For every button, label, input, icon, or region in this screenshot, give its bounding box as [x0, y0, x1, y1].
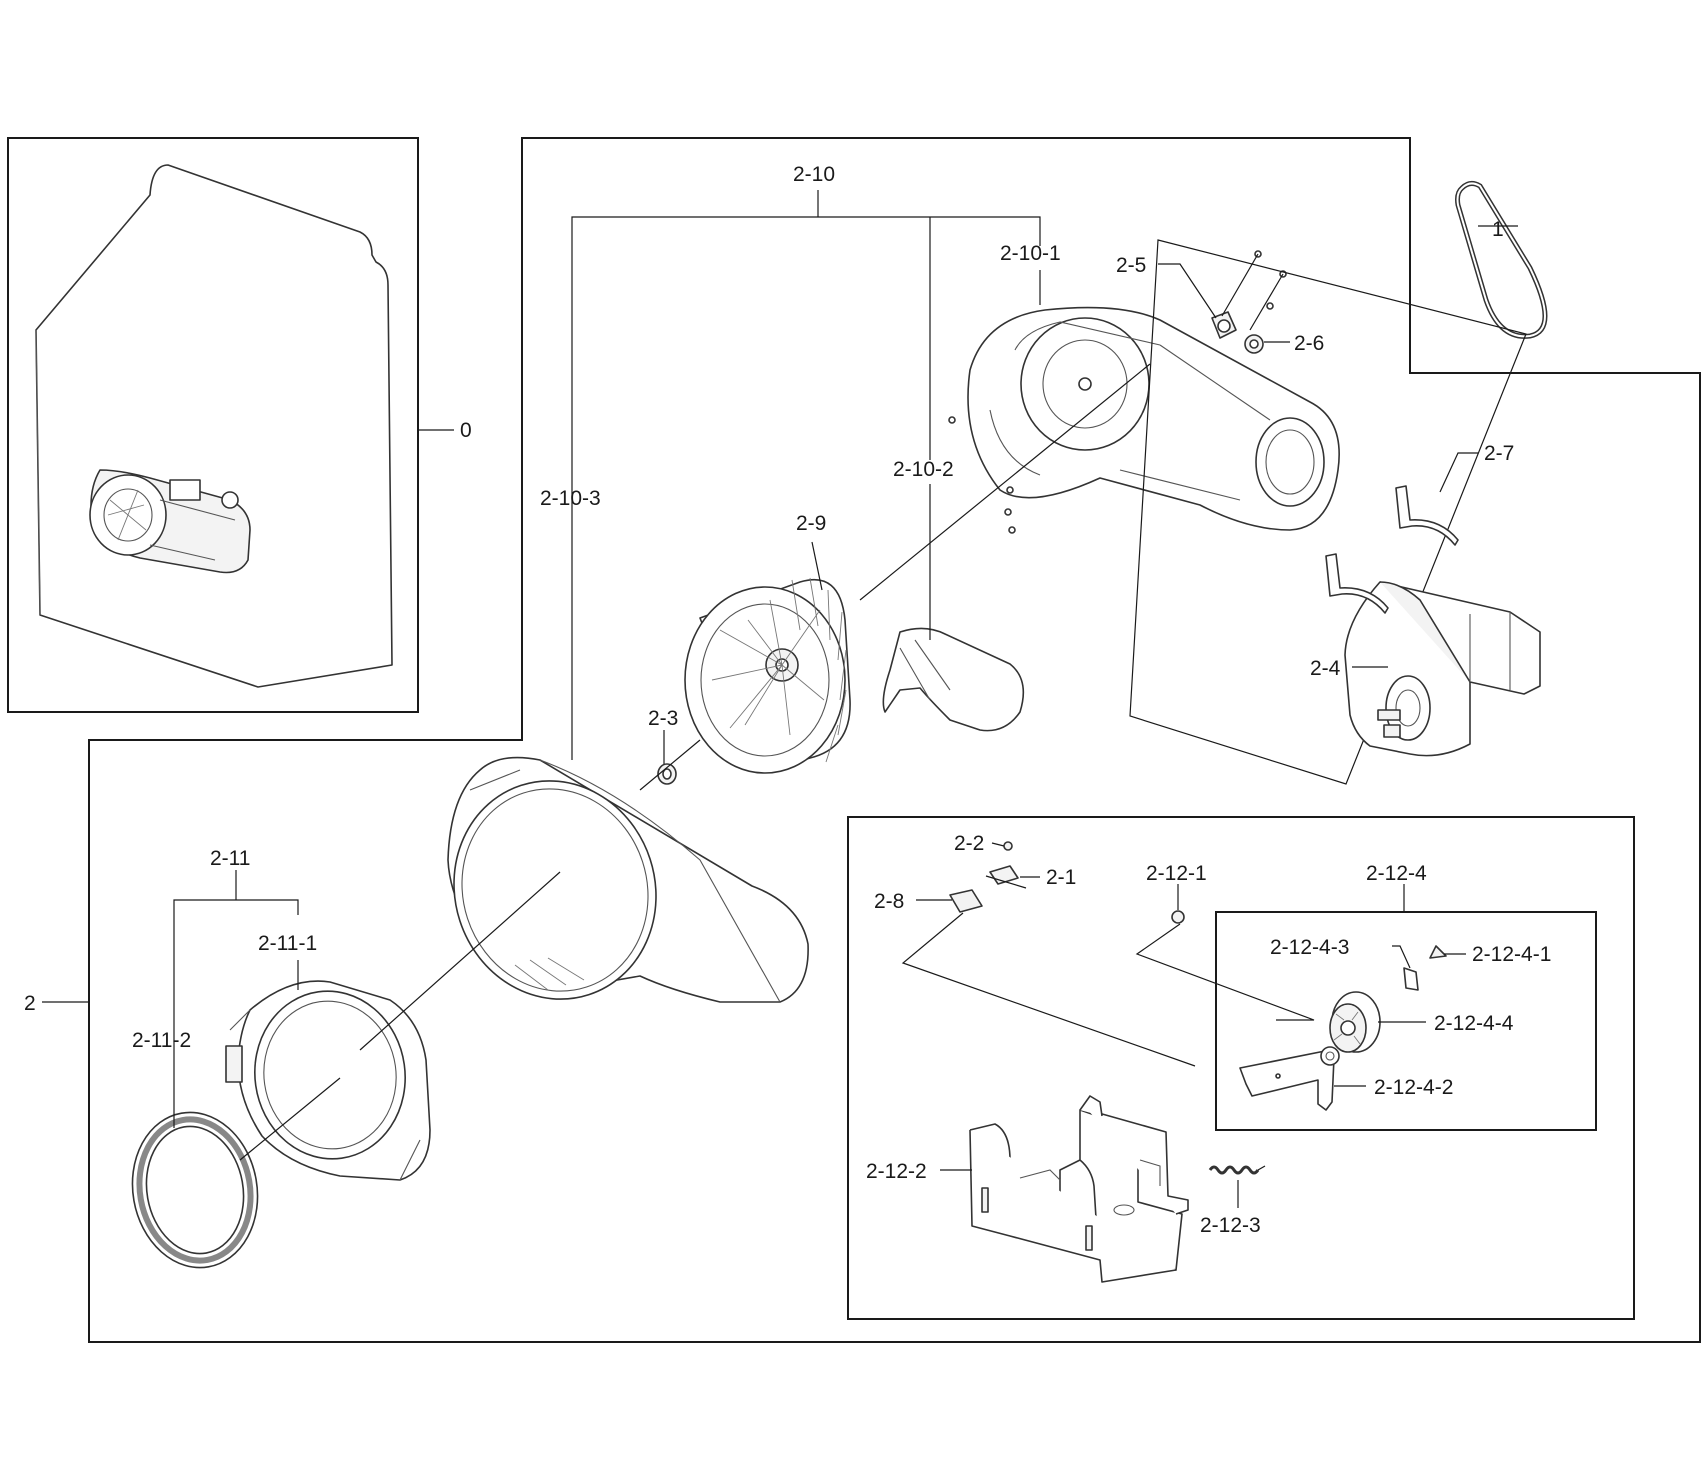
label-2-12-3: 2-12-3	[1200, 1214, 1261, 1237]
screw-2-12-1-part[interactable]	[1171, 910, 1185, 924]
label-2-11-2: 2-11-2	[132, 1029, 191, 1052]
callout-2-12-4-1: 2-12-4-1	[1444, 943, 1551, 966]
subassembly-2-12-frame	[847, 816, 1635, 1320]
callout-2-12-3: 2-12-3	[1200, 1180, 1261, 1237]
callout-2-12-4-3: 2-12-4-3	[1270, 936, 1411, 969]
blower-wheel-part[interactable]	[684, 577, 851, 774]
subassembly-2-12-4-frame	[1215, 911, 1597, 1131]
label-2-12-4: 2-12-4	[1366, 862, 1427, 885]
duct-cover-part[interactable]	[225, 980, 431, 1181]
label-2-5: 2-5	[1116, 254, 1146, 277]
label-2-1: 2-1	[1046, 866, 1076, 889]
callout-2-2: 2-2	[954, 832, 1005, 855]
callout-2-12-1: 2-12-1	[1146, 862, 1207, 910]
callout-2-12-4: 2-12-4	[1366, 862, 1427, 912]
label-2-12-1: 2-12-1	[1146, 862, 1207, 885]
blower-scroll-part[interactable]	[882, 627, 1025, 732]
tension-spring-part[interactable]	[1208, 1165, 1266, 1175]
motor-clamp-part[interactable]	[1325, 485, 1459, 614]
screw-2-2-part[interactable]	[1003, 841, 1013, 851]
blower-housing-front-part[interactable]	[426, 754, 809, 1025]
callout-2-11-2: 2-11-2	[132, 1029, 191, 1052]
label-2-11: 2-11	[210, 847, 250, 870]
assembly-0-frame	[7, 137, 419, 713]
callout-0: 0	[418, 419, 472, 442]
sensor-2-8-part[interactable]	[949, 889, 983, 913]
label-2-10-2: 2-10-2	[893, 458, 954, 481]
gasket-ring-part[interactable]	[120, 1102, 269, 1277]
axis-line-mid	[639, 739, 701, 791]
idler-shaft-part[interactable]	[1403, 967, 1419, 991]
callout-2-1: 2-1	[1020, 866, 1076, 889]
label-0: 0	[460, 419, 472, 442]
blower-housing-rear-part[interactable]	[948, 306, 1340, 534]
label-2-2: 2-2	[954, 832, 984, 855]
label-2-8: 2-8	[874, 890, 904, 913]
dryer-cabinet-part[interactable]	[35, 164, 393, 688]
label-2-10-3: 2-10-3	[540, 487, 601, 510]
callout-1: 1	[1478, 218, 1518, 241]
screw-icon	[1266, 302, 1274, 310]
label-2-4: 2-4	[1310, 657, 1341, 680]
label-2-12-4-1: 2-12-4-1	[1472, 943, 1551, 966]
label-2: 2	[24, 992, 36, 1015]
callout-2-7: 2-7	[1439, 442, 1514, 493]
callout-2-8: 2-8	[874, 890, 952, 913]
idler-pulley-part[interactable]	[1329, 991, 1381, 1053]
callout-2-10-3: 2-10-3	[540, 487, 601, 510]
callout-2-12-2: 2-12-2	[866, 1160, 972, 1183]
label-2-9: 2-9	[796, 512, 826, 535]
blower-wheel-nut-part[interactable]	[657, 763, 677, 785]
label-2-12-4-3: 2-12-4-3	[1270, 936, 1349, 959]
label-2-11-1: 2-11-1	[258, 932, 317, 955]
label-2-7: 2-7	[1484, 442, 1514, 465]
callout-2: 2	[24, 992, 89, 1015]
callout-2-10-2: 2-10-2	[893, 458, 954, 640]
callout-2-6: 2-6	[1264, 332, 1324, 355]
label-2-10: 2-10	[793, 163, 835, 186]
axis-line-lower	[359, 871, 561, 1051]
motor-area-outline	[1129, 239, 1527, 785]
axis-line-gasket	[239, 1077, 341, 1161]
callout-2-12-4-4: 2-12-4-4	[1378, 1012, 1514, 1035]
label-2-12-4-2: 2-12-4-2	[1374, 1076, 1453, 1099]
callout-2-11-1: 2-11-1	[258, 932, 317, 990]
motor-bracket-clip-part[interactable]	[1211, 311, 1237, 339]
label-1: 1	[1492, 218, 1504, 241]
callout-2-9: 2-9	[796, 512, 826, 591]
switch-2-1-part[interactable]	[985, 865, 1027, 889]
callout-2-12-4-2: 2-12-4-2	[1334, 1076, 1453, 1099]
label-2-3: 2-3	[648, 707, 678, 730]
callout-2-3: 2-3	[648, 707, 678, 764]
label-2-10-1: 2-10-1	[1000, 242, 1061, 265]
callout-2-11: 2-11	[173, 847, 299, 1128]
label-2-12-2: 2-12-2	[866, 1160, 927, 1183]
assembly-2-frame	[88, 137, 1701, 1343]
idler-nut-part[interactable]	[1244, 334, 1264, 354]
callout-2-5: 2-5	[1116, 254, 1217, 319]
drive-motor-part[interactable]	[1344, 581, 1541, 757]
motor-mount-bracket-part[interactable]	[969, 1095, 1189, 1283]
idler-arm-part[interactable]	[1239, 1046, 1340, 1111]
idler-cap-part[interactable]	[1429, 945, 1447, 959]
label-2-6: 2-6	[1294, 332, 1324, 355]
label-2-12-4-4: 2-12-4-4	[1434, 1012, 1514, 1035]
callout-2-10: 2-10	[571, 163, 1041, 760]
drive-belt-part[interactable]	[1455, 180, 1548, 339]
axis-line-upper	[859, 363, 1151, 601]
callout-2-4: 2-4	[1310, 657, 1388, 680]
blower-motor-thumbnail	[89, 469, 251, 574]
